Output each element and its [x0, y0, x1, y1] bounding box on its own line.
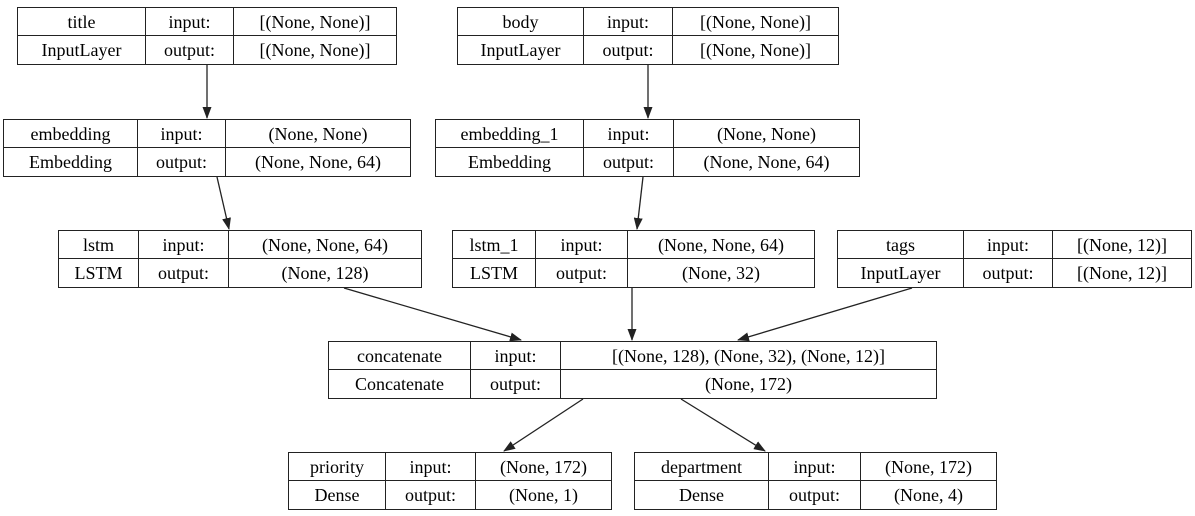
layer-type: InputLayer [838, 259, 964, 287]
layer-type: LSTM [59, 259, 139, 287]
output-label: output: [536, 259, 628, 287]
input-label: input: [536, 231, 628, 259]
layer-node-concatenate: concatenate input: [(None, 128), (None, … [328, 341, 937, 399]
input-shape: [(None, 128), (None, 32), (None, 12)] [561, 342, 936, 370]
input-label: input: [138, 120, 226, 148]
input-shape: (None, None, 64) [628, 231, 814, 259]
input-label: input: [769, 453, 861, 481]
input-label: input: [964, 231, 1053, 259]
output-label: output: [584, 36, 673, 64]
output-shape: [(None, None)] [700, 40, 811, 60]
layer-type: LSTM [453, 259, 536, 287]
layer-type: Concatenate [329, 370, 471, 398]
layer-node-priority: priority input: (None, 172) Dense output… [288, 452, 612, 510]
layer-name: concatenate [329, 342, 471, 370]
layer-type: Embedding [436, 148, 584, 176]
layer-type: Embedding [4, 148, 138, 176]
input-shape: (None, 172) [861, 453, 996, 481]
layer-node-department: department input: (None, 172) Dense outp… [634, 452, 997, 510]
output-shape: (None, 4) [894, 485, 963, 505]
output-shape: (None, 32) [682, 263, 760, 283]
edge-tags-to-concatenate [737, 287, 913, 342]
layer-name: lstm [59, 231, 139, 259]
output-label: output: [138, 148, 226, 176]
output-label: output: [584, 148, 674, 176]
layer-name: embedding_1 [436, 120, 584, 148]
output-label: output: [471, 370, 561, 398]
layer-name: lstm_1 [453, 231, 536, 259]
layer-type: InputLayer [458, 36, 584, 64]
input-label: input: [471, 342, 561, 370]
layer-name: priority [289, 453, 386, 481]
layer-node-tags: tags input: [(None, 12)] InputLayer outp… [837, 230, 1192, 288]
layer-node-embedding: embedding input: (None, None) Embedding … [3, 119, 411, 177]
output-shape: (None, 172) [705, 374, 792, 394]
layer-node-embedding_1: embedding_1 input: (None, None) Embeddin… [435, 119, 860, 177]
input-shape: (None, None) [226, 120, 410, 148]
input-label: input: [146, 8, 234, 36]
output-shape: (None, None, 64) [703, 152, 830, 172]
input-label: input: [584, 8, 673, 36]
output-label: output: [139, 259, 229, 287]
input-label: input: [386, 453, 476, 481]
layer-type: Dense [635, 481, 769, 509]
output-shape: (None, 1) [509, 485, 578, 505]
output-label: output: [386, 481, 476, 509]
layer-node-lstm: lstm input: (None, None, 64) LSTM output… [58, 230, 422, 288]
output-shape: (None, 128) [281, 263, 369, 283]
input-shape: (None, None, 64) [229, 231, 421, 259]
input-shape: [(None, 12)] [1053, 231, 1191, 259]
edge-concatenate-to-department [680, 398, 766, 452]
layer-node-lstm_1: lstm_1 input: (None, None, 64) LSTM outp… [452, 230, 815, 288]
input-shape: [(None, None)] [673, 8, 838, 36]
output-label: output: [146, 36, 234, 64]
layer-type: InputLayer [18, 36, 146, 64]
layer-name: embedding [4, 120, 138, 148]
layer-node-body: body input: [(None, None)] InputLayer ou… [457, 7, 839, 65]
edge-embedding-to-lstm [216, 176, 231, 230]
layer-name: department [635, 453, 769, 481]
output-shape: [(None, None)] [259, 40, 371, 60]
input-label: input: [584, 120, 674, 148]
layer-node-title: title input: [(None, None)] InputLayer o… [17, 7, 397, 65]
edge-concatenate-to-priority [503, 398, 584, 452]
input-shape: (None, 172) [476, 453, 611, 481]
layer-name: title [18, 8, 146, 36]
layer-name: body [458, 8, 584, 36]
input-shape: (None, None) [674, 120, 859, 148]
layer-type: Dense [289, 481, 386, 509]
input-shape: [(None, None)] [234, 8, 396, 36]
output-shape: [(None, 12)] [1077, 263, 1167, 283]
edge-embedding_1-to-lstm_1 [633, 176, 644, 230]
output-shape: (None, None, 64) [255, 152, 381, 172]
layer-name: tags [838, 231, 964, 259]
edge-lstm-to-concatenate [343, 287, 522, 342]
output-label: output: [769, 481, 861, 509]
input-label: input: [139, 231, 229, 259]
output-label: output: [964, 259, 1053, 287]
